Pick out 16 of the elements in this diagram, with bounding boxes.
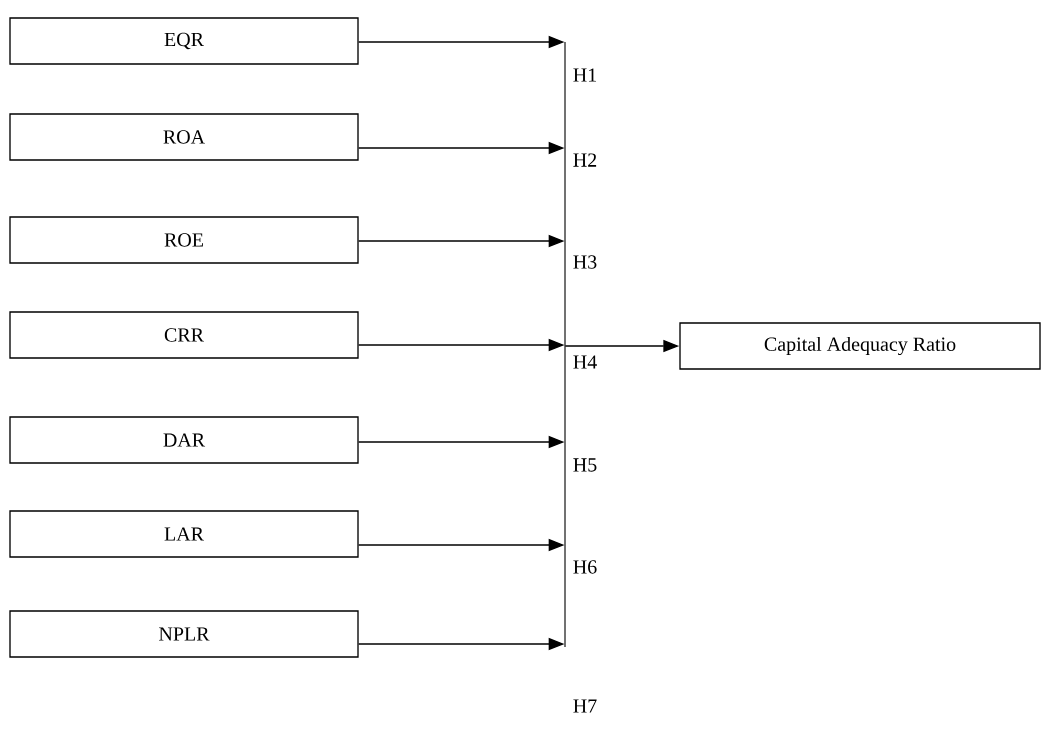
- edge-label: H1: [571, 67, 599, 83]
- variable-box: ROA: [9, 113, 359, 161]
- edge-label: H4: [571, 354, 599, 370]
- variable-box: CRR: [9, 311, 359, 359]
- edge-label: H2: [571, 152, 599, 168]
- bus-line: [564, 41, 566, 648]
- variable-box: LAR: [9, 510, 359, 558]
- edge-label: H5: [571, 457, 599, 473]
- edge-label: H3: [571, 253, 599, 271]
- variable-box: EQR: [9, 17, 359, 65]
- variable-box: DAR: [9, 416, 359, 464]
- variable-box: NPLR: [9, 610, 359, 658]
- variable-box: Capital Adequacy Ratio: [679, 322, 1041, 370]
- edge-label: H7: [571, 698, 599, 714]
- variable-box: ROE: [9, 216, 359, 264]
- edge-label: H6: [571, 558, 599, 576]
